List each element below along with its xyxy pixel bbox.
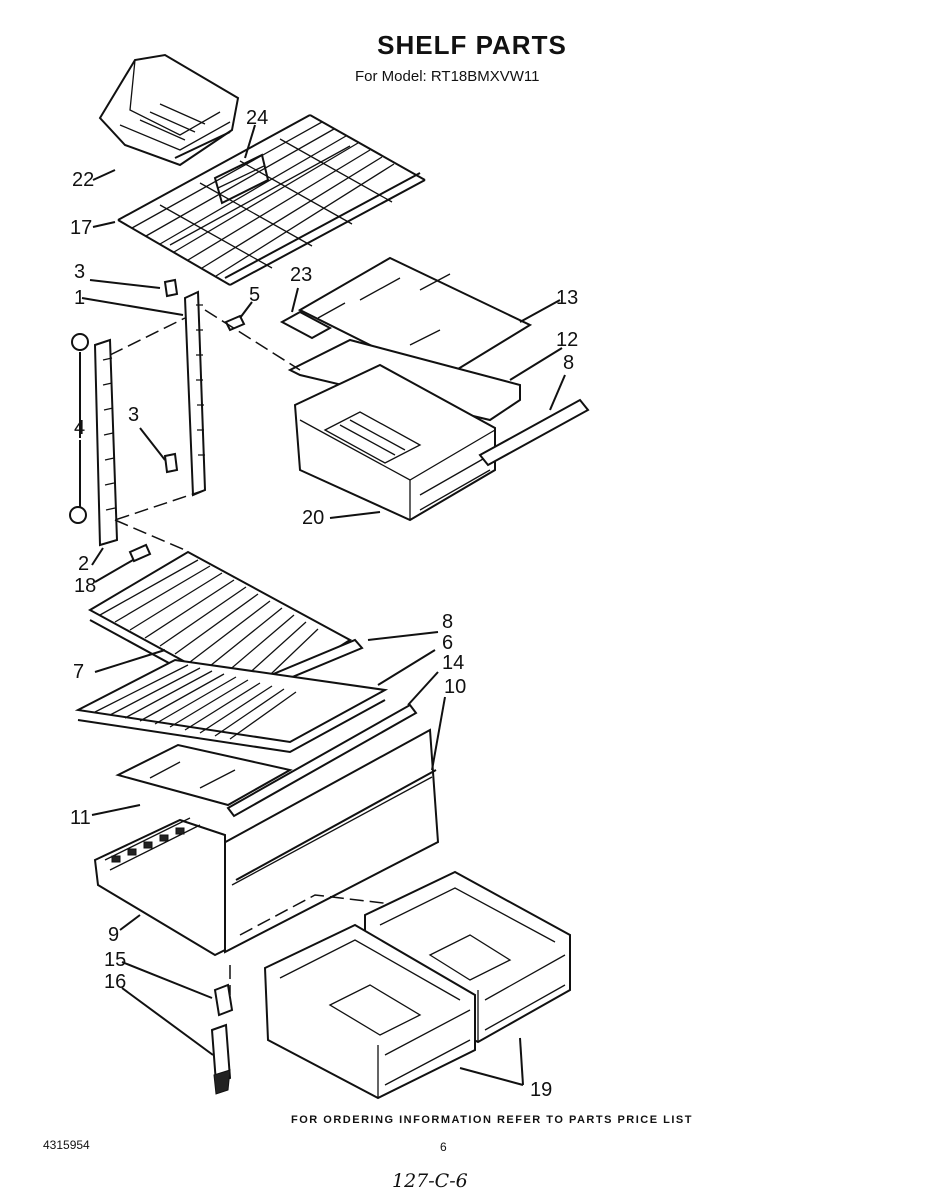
leader-lines: [79, 124, 566, 1086]
part-3-clips: [163, 278, 179, 474]
callout-19: 19: [530, 1079, 553, 1101]
callout-11: 11: [70, 807, 91, 829]
callout-16: 16: [104, 971, 127, 993]
part-22-bin: [98, 53, 240, 167]
part-2-rail: [93, 338, 119, 547]
part-5-screw: [224, 314, 246, 332]
callout-4: 4: [74, 417, 86, 439]
part-1-rail: [183, 290, 207, 497]
callout-10: 10: [444, 676, 467, 698]
callout-6: 6: [442, 632, 454, 654]
callout-15: 15: [104, 949, 127, 971]
part-11-glass: [115, 743, 293, 807]
callout-13: 13: [556, 287, 579, 309]
assembly-lines: [109, 309, 401, 995]
callout-7: 7: [73, 661, 85, 683]
model-subtitle: For Model: RT18BMXVW11: [355, 68, 540, 85]
callout-9: 9: [108, 924, 120, 946]
document-number: 4315954: [43, 1138, 90, 1152]
callout-3-top: 3: [74, 261, 86, 283]
callout-24: 24: [246, 107, 269, 129]
callout-22: 22: [72, 169, 95, 191]
page-title: SHELF PARTS: [377, 30, 567, 60]
callout-5: 5: [249, 284, 261, 306]
part-4-rollers: [69, 333, 89, 524]
callout-1: 1: [74, 287, 86, 309]
callout-18: 18: [74, 575, 97, 597]
ordering-footer: FOR ORDERING INFORMATION REFER TO PARTS …: [291, 1114, 693, 1126]
callout-3-mid: 3: [128, 404, 140, 426]
part-9-cover-frame: [93, 817, 226, 957]
part-17-wire-shelf: [117, 114, 426, 286]
callout-23: 23: [290, 264, 313, 286]
callout-8-mid: 8: [442, 611, 454, 633]
callout-12: 12: [556, 329, 579, 351]
callout-20: 20: [302, 507, 325, 529]
part-18-screw: [128, 543, 152, 563]
page-number: 6: [440, 1140, 447, 1154]
handwritten-note: 127-C-6: [392, 1170, 468, 1192]
callout-2: 2: [78, 553, 90, 575]
part-15-16-fasteners: [210, 983, 234, 1095]
part-14-shelf: [74, 658, 389, 754]
callout-8-top: 8: [563, 352, 575, 374]
callout-14: 14: [442, 652, 465, 674]
part-20-deli-drawer: [287, 338, 590, 522]
part-19-crisper-drawers: [263, 870, 571, 1100]
part-23-bracket: [279, 310, 333, 340]
callout-17: 17: [70, 217, 93, 239]
